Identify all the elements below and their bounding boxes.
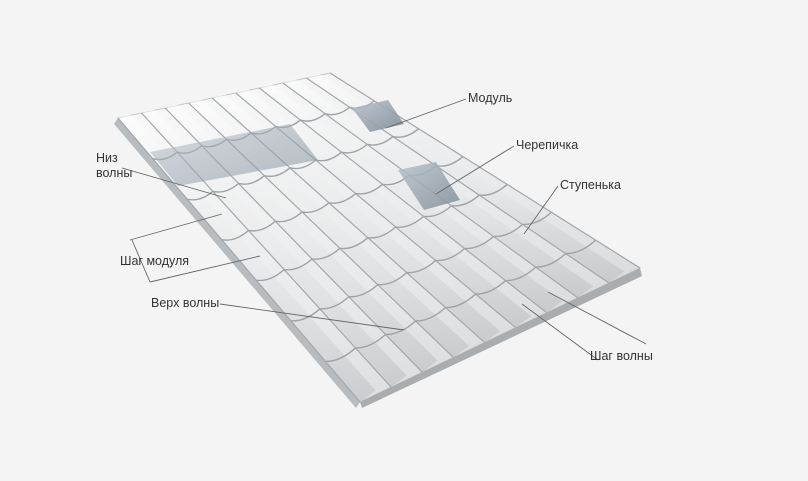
wave-ridge-line bbox=[258, 87, 548, 314]
leader-wave-bottom bbox=[121, 167, 227, 199]
step-line bbox=[256, 183, 508, 282]
sheet-right-edge bbox=[360, 268, 642, 408]
tile-highlight-lower bbox=[398, 162, 460, 210]
sheet-left-edge bbox=[114, 118, 360, 408]
wave-ridge-line bbox=[117, 117, 361, 403]
step-line bbox=[290, 211, 552, 322]
label-wave-bottom: Низ волны bbox=[96, 151, 133, 180]
label-module-pitch: Шаг модуля bbox=[120, 254, 190, 268]
label-wave-top: Верх волны bbox=[151, 296, 220, 310]
module-highlight bbox=[352, 100, 404, 132]
dim-module-pitch-top bbox=[129, 213, 223, 241]
step-line bbox=[325, 239, 597, 363]
dim-module-pitch-bottom bbox=[149, 255, 261, 283]
wave-band bbox=[259, 83, 563, 313]
step-line bbox=[186, 128, 420, 201]
label-module: Модуль bbox=[468, 91, 513, 105]
wave-band bbox=[235, 88, 532, 328]
tile-highlight-upper bbox=[150, 124, 318, 186]
label-wave-pitch: Шаг волны bbox=[590, 349, 653, 363]
leader-module bbox=[385, 98, 467, 129]
leader-tile bbox=[435, 145, 515, 195]
dim-wave-pitch-b bbox=[521, 303, 599, 361]
label-step: Ступенька bbox=[560, 178, 621, 192]
leader-wave-top bbox=[219, 303, 405, 331]
dim-wave-pitch-a bbox=[547, 291, 647, 345]
leader-step bbox=[523, 185, 559, 235]
label-tile: Черепичка bbox=[516, 138, 579, 152]
dim-module-pitch-vertical bbox=[131, 239, 151, 283]
